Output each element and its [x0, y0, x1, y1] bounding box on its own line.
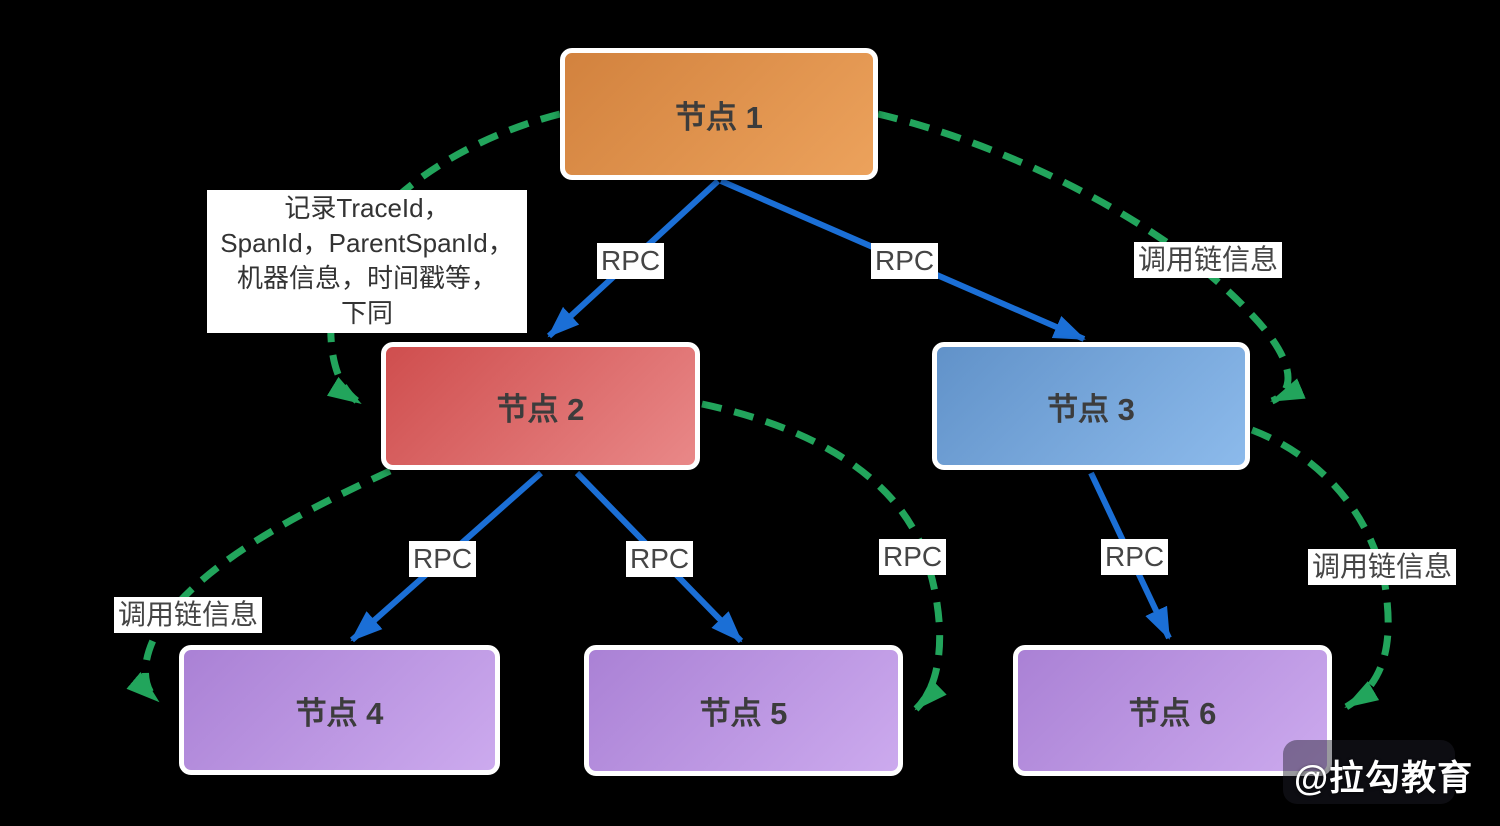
trace-note-line: 记录TraceId，	[284, 193, 450, 223]
node-1: 节点 1	[560, 48, 878, 180]
chain-curve-node1-to-node3	[877, 110, 1306, 405]
chain-curve-node2-to-node4	[126, 467, 392, 704]
rpc-label-node2-node4: RPC	[409, 541, 477, 577]
trace-note-line: 下同	[340, 298, 393, 328]
watermark-text: @拉勾教育	[1294, 759, 1474, 798]
node-5-label: 节点 5	[699, 696, 788, 731]
rpc-label-node2-node5: RPC	[626, 541, 694, 577]
node-3: 节点 3	[932, 342, 1250, 470]
rpc-label-chain-node2-node5: RPC	[879, 539, 947, 575]
rpc-label-node3-node6: RPC	[1101, 539, 1169, 575]
node-4-label: 节点 4	[295, 695, 384, 731]
trace-note-line: 机器信息，时间戳等，	[236, 263, 497, 293]
trace-note-line: SpanId，ParentSpanId，	[220, 228, 514, 258]
rpc-label-node1-node2: RPC	[597, 243, 665, 279]
chain-info-label-top-right: 调用链信息	[1134, 242, 1283, 278]
node-6: 节点 6	[1013, 645, 1332, 776]
node-1-label: 节点 1	[675, 99, 763, 135]
node-5: 节点 5	[584, 645, 903, 776]
node-2: 节点 2	[381, 342, 700, 470]
node-4: 节点 4	[179, 645, 500, 775]
node-2-label: 节点 2	[496, 391, 585, 427]
trace-note-box: 记录TraceId， SpanId，ParentSpanId， 机器信息，时间戳…	[207, 190, 527, 333]
chain-info-label-left: 调用链信息	[114, 597, 263, 633]
watermark-background	[1283, 740, 1455, 804]
node-3-label: 节点 3	[1047, 391, 1135, 427]
rpc-label-node1-node3: RPC	[871, 243, 939, 279]
node-6-label: 节点 6	[1128, 696, 1217, 731]
chain-info-label-mid-right: 调用链信息	[1308, 549, 1457, 585]
